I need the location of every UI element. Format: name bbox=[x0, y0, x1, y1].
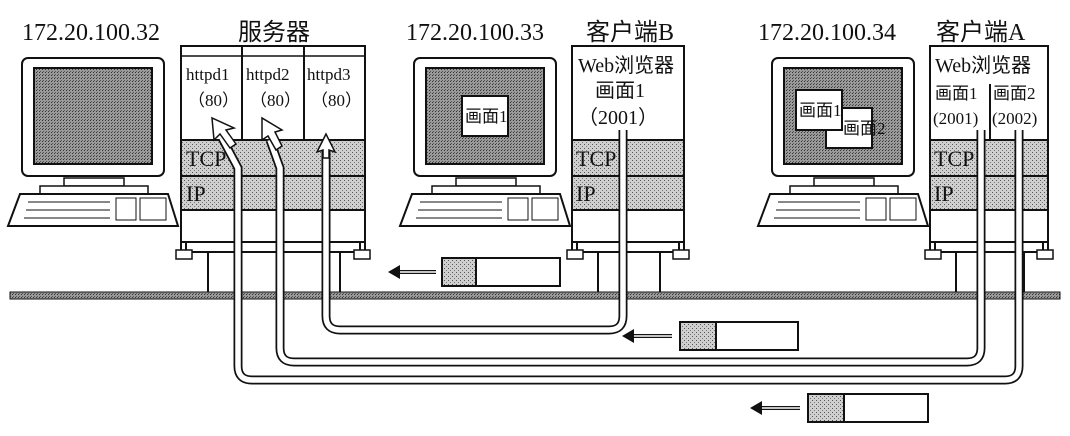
clientB-ip-label: IP bbox=[576, 181, 596, 206]
server-proc3-port: （80） bbox=[311, 91, 362, 110]
clientB-screen-window: 画面1 bbox=[461, 95, 509, 137]
clientB-tcp-label: TCP bbox=[576, 146, 616, 171]
packet-1 bbox=[388, 257, 561, 287]
clientA-col1-line1: 画面1 bbox=[935, 84, 978, 103]
computer-clientB-icon bbox=[398, 57, 572, 227]
server-proc1-label: httpd1 bbox=[186, 65, 229, 84]
clientA-tcp-label: TCP bbox=[934, 146, 974, 171]
server-proc2-label: httpd2 bbox=[246, 65, 289, 84]
clientB-app-line2: 画面1 bbox=[595, 80, 645, 102]
clientA-ip-label: 172.20.100.34 bbox=[758, 20, 896, 46]
arrow-left-icon bbox=[622, 329, 672, 343]
clientA-window1-label: 画面1 bbox=[799, 101, 842, 120]
server-tcp-label: TCP bbox=[186, 146, 226, 171]
connection-clientA-2001-httpd2 bbox=[261, 116, 986, 367]
arrow-left-icon bbox=[750, 401, 800, 415]
clientB-app-line3: （2001） bbox=[578, 106, 658, 129]
clientB-window-label: 画面1 bbox=[465, 107, 508, 126]
packet-2 bbox=[622, 321, 799, 351]
connection-clientB-httpd3 bbox=[315, 130, 628, 335]
clientA-col2-line1: 画面2 bbox=[993, 84, 1036, 103]
server-proc2-port: （80） bbox=[250, 91, 301, 110]
clientA-tcp-layer bbox=[929, 139, 1049, 177]
clientB-stack bbox=[566, 45, 690, 260]
clientA-ip-layer bbox=[929, 175, 1049, 211]
clientA-col2-line2: (2002) bbox=[992, 109, 1037, 128]
network-taps bbox=[207, 252, 1025, 292]
clientA-name-label: 客户端A bbox=[936, 19, 1026, 46]
clientB-name-label: 客户端B bbox=[586, 19, 674, 46]
clientA-screen-windows: 画面2 画面1 bbox=[795, 89, 886, 149]
clientA-window2-label: 画面2 bbox=[843, 119, 886, 138]
packet-3 bbox=[750, 393, 929, 423]
clientA-stack bbox=[924, 45, 1054, 260]
server-ip-layer bbox=[180, 175, 366, 211]
server-ip-label: 172.20.100.32 bbox=[22, 20, 160, 46]
server-proc3-label: httpd3 bbox=[307, 65, 350, 84]
server-proc1-port: （80） bbox=[188, 91, 239, 110]
clientA-col1-line2: (2001) bbox=[933, 109, 978, 128]
clientA-app-line1: Web浏览器 bbox=[935, 54, 1031, 77]
connection-clientA-2002-httpd1 bbox=[211, 116, 1024, 385]
arrow-left-icon bbox=[388, 265, 436, 279]
clientB-tcp-layer bbox=[571, 139, 685, 177]
clientB-app-line1: Web浏览器 bbox=[578, 54, 674, 77]
network-bus bbox=[9, 291, 1061, 300]
computer-server-icon bbox=[6, 57, 180, 227]
server-ip-label-layer: IP bbox=[186, 181, 206, 206]
server-name-label: 服务器 bbox=[238, 19, 310, 46]
clientB-ip-layer bbox=[571, 175, 685, 211]
clientA-window1-frame bbox=[795, 89, 843, 131]
clientA-ip-label: IP bbox=[934, 181, 954, 206]
clientB-ip-label: 172.20.100.33 bbox=[406, 20, 544, 46]
